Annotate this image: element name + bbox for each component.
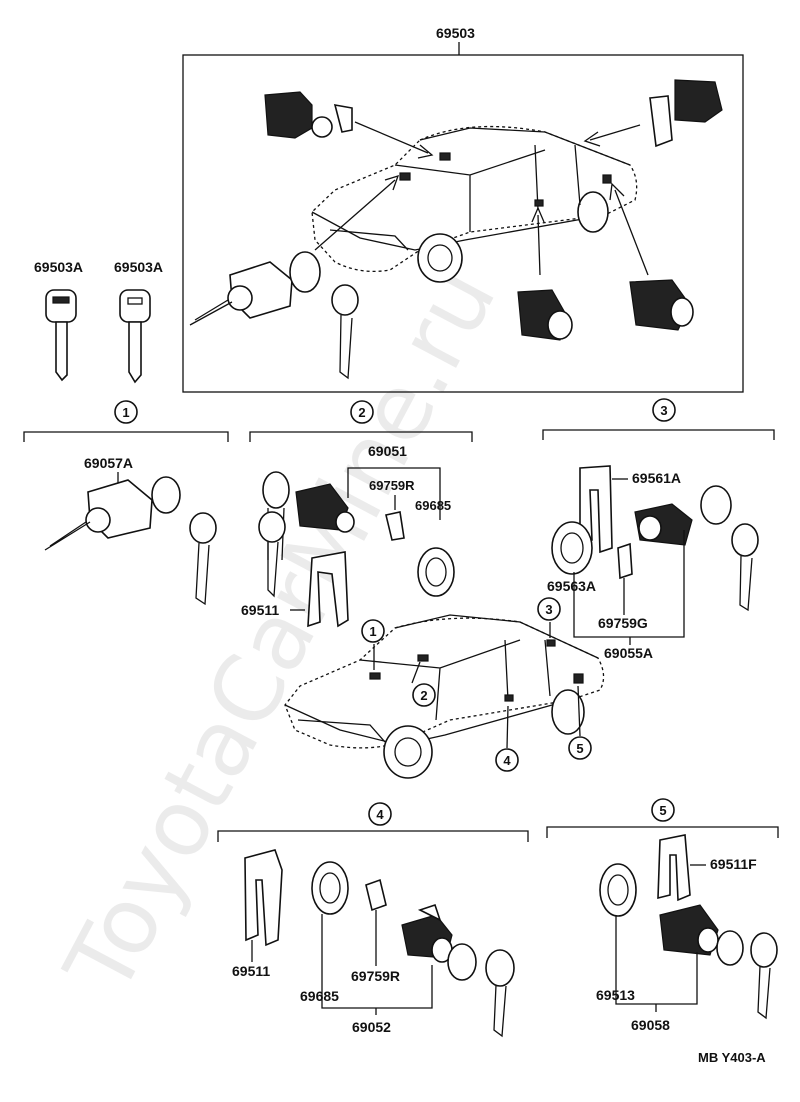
label-69503A-right[interactable]: 69503A [114, 259, 163, 275]
lever-69511-top [307, 551, 349, 628]
section-5-bracket [546, 826, 779, 838]
circle-4-header-label: 4 [376, 807, 384, 822]
label-69055A[interactable]: 69055A [604, 645, 653, 661]
circle-2-label: 2 [358, 405, 365, 420]
diagram-code: MB Y403-A [698, 1050, 766, 1065]
circle-1-header [114, 400, 138, 424]
glovebox-lock-section5 [599, 834, 778, 1020]
circle-5-header-label: 5 [659, 803, 666, 818]
circle-3-car-label: 3 [545, 602, 552, 617]
sedan-illustration-center [284, 614, 605, 779]
label-69051[interactable]: 69051 [368, 443, 407, 459]
trunk-lock-cylinder [517, 289, 573, 341]
circle-2-car [412, 683, 436, 707]
label-69511-bottom[interactable]: 69511 [232, 963, 270, 979]
callout-arrows-top [314, 121, 649, 276]
circle-4-car [495, 748, 519, 772]
door-lock-cylinder-front [264, 91, 353, 139]
circle-5-header [651, 798, 675, 822]
circle-3-car [537, 597, 561, 621]
section-3-bracket [542, 429, 775, 440]
master-key-right [119, 289, 151, 384]
label-69759R-bottom[interactable]: 69759R [351, 968, 400, 984]
circle-3-label: 3 [660, 403, 667, 418]
circle-4-header [368, 802, 392, 826]
ignition-cylinder-section1 [44, 476, 217, 606]
trunk-lock-section3 [551, 465, 759, 612]
label-69052[interactable]: 69052 [352, 1019, 391, 1035]
label-69561A[interactable]: 69561A [632, 470, 681, 486]
door-lock-section4 [244, 849, 515, 1038]
circle-5-car [568, 736, 592, 760]
label-69685-bottom[interactable]: 69685 [300, 988, 339, 1004]
circle-2-car-label: 2 [420, 688, 427, 703]
section-1-bracket [23, 431, 229, 442]
key-top-box [331, 284, 359, 380]
circle-2-header [350, 400, 374, 424]
label-69563A[interactable]: 69563A [547, 578, 596, 594]
section-2-bracket [249, 431, 473, 442]
circle-1-label: 1 [122, 405, 129, 420]
label-69759G[interactable]: 69759G [598, 615, 648, 631]
label-69503[interactable]: 69503 [436, 25, 475, 41]
label-69057A[interactable]: 69057A [84, 455, 133, 471]
label-69511F[interactable]: 69511F [710, 856, 757, 872]
glovebox-lock-cylinder [629, 279, 694, 331]
circle-4-car-label: 4 [503, 753, 511, 768]
label-69503A-left[interactable]: 69503A [34, 259, 83, 275]
kit-box-69503 [182, 54, 744, 393]
label-69511-top[interactable]: 69511 [241, 602, 279, 618]
circle-5-car-label: 5 [576, 741, 583, 756]
label-69685-top[interactable]: 69685 [415, 498, 451, 513]
label-69058[interactable]: 69058 [631, 1017, 670, 1033]
door-lock-section2 [258, 471, 455, 598]
master-key-left [45, 289, 77, 382]
label-69759R-top[interactable]: 69759R [369, 478, 415, 493]
ignition-cylinder-top [189, 251, 321, 326]
section-4-bracket [217, 830, 529, 842]
door-lock-cylinder-rear [649, 79, 723, 148]
circle-1-car-label: 1 [369, 624, 376, 639]
circle-1-car [361, 619, 385, 643]
sedan-illustration-top [311, 125, 638, 283]
circle-3-header [652, 398, 676, 422]
